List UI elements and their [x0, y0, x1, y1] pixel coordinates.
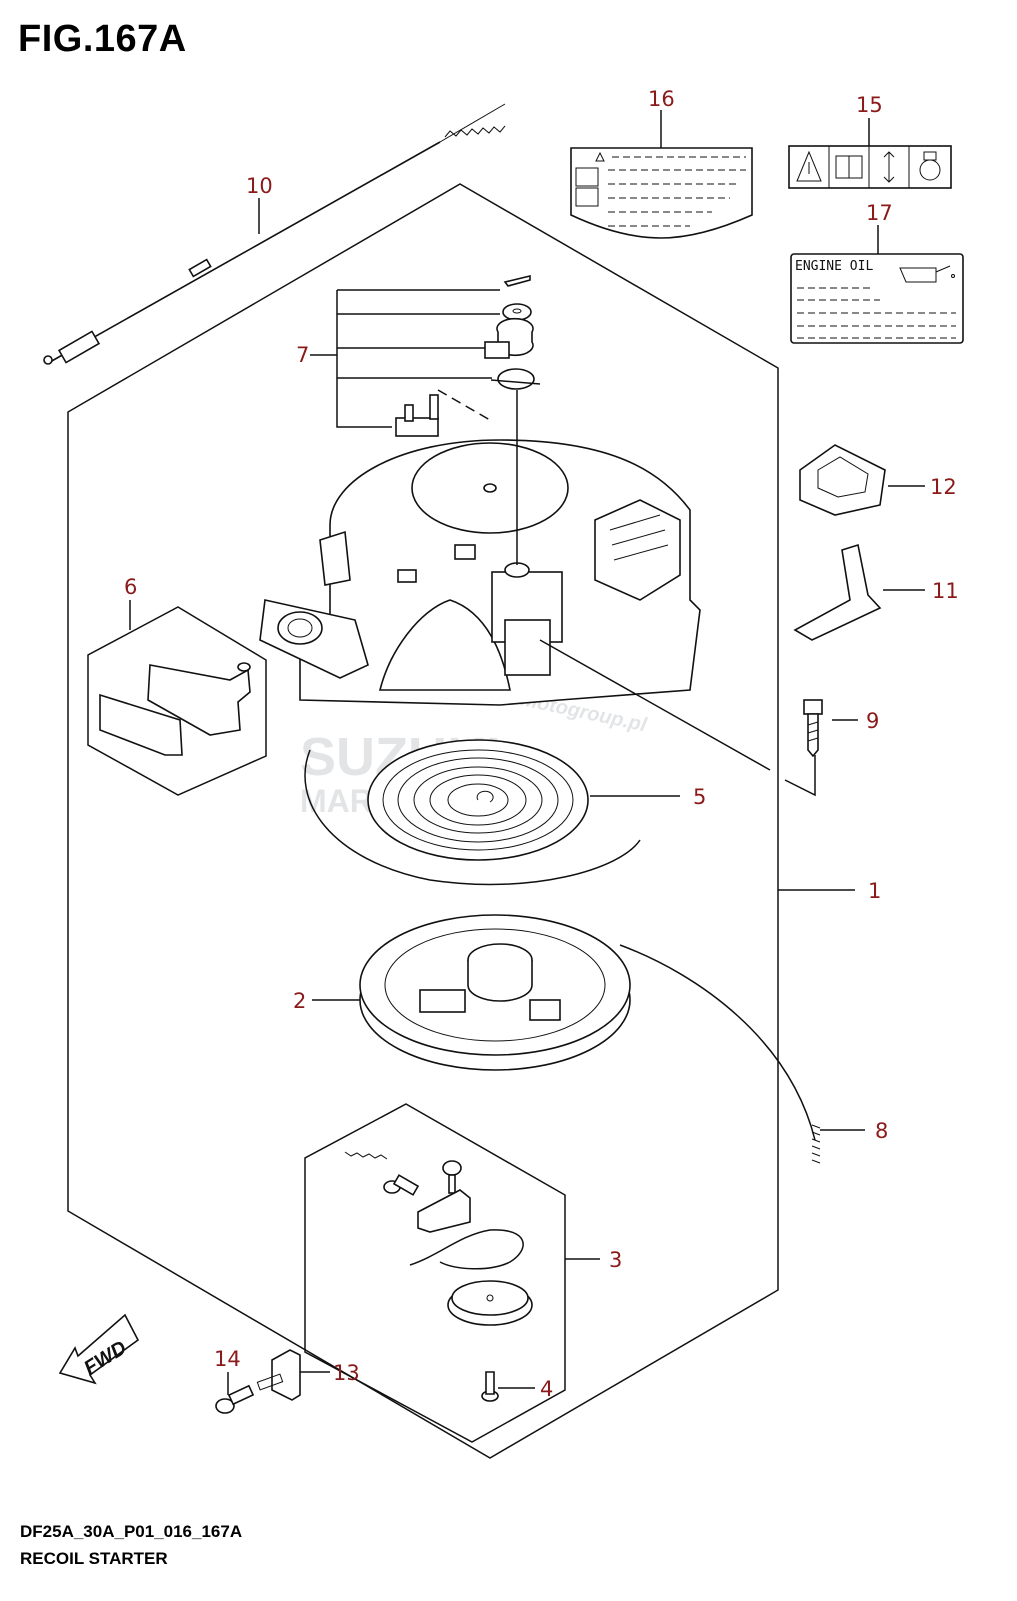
part-5-spring: [304, 739, 641, 886]
engine-oil-text: ENGINE OIL: [795, 259, 873, 274]
part-12-grommet: [799, 444, 886, 516]
callout-3: 3: [609, 1248, 622, 1272]
callout-13: 13: [333, 1361, 360, 1385]
callout-4: 4: [540, 1377, 553, 1401]
leader-lines: [129, 110, 925, 1395]
diagram-code: DF25A_30A_P01_016_167A: [20, 1522, 243, 1541]
callout-7: 7: [296, 343, 309, 367]
callout-12: 12: [930, 475, 957, 499]
callout-1: 1: [868, 879, 881, 903]
callout-14: 14: [214, 1347, 241, 1371]
part-7-kit: [336, 274, 541, 437]
arrow-up-down-icon: [883, 151, 895, 183]
part-9-bolt: [803, 699, 823, 758]
figure-title: FIG.167A: [18, 18, 187, 60]
callout-numbers: 1 2 3 4 5 6 7 8 9 10 11 12 13 14 15 16 1…: [124, 87, 959, 1401]
part-3-kit: [304, 1103, 566, 1443]
part-13-clamp: [256, 1349, 301, 1401]
callout-15: 15: [856, 93, 883, 117]
part-6-handle: [87, 606, 267, 796]
callout-6: 6: [124, 575, 137, 599]
part-4-screw: [481, 1371, 499, 1402]
callout-16: 16: [648, 87, 675, 111]
part-15-icon-label: [788, 145, 952, 189]
part-16-warning-label: [570, 147, 753, 239]
callout-17: 17: [866, 201, 893, 225]
callout-2: 2: [293, 989, 306, 1013]
oil-can-icon: [899, 265, 951, 283]
diagram-name: RECOIL STARTER: [20, 1549, 168, 1568]
part-17-engine-oil-label: ENGINE OIL: [790, 253, 964, 344]
callout-11: 11: [932, 579, 959, 603]
callout-10: 10: [246, 174, 273, 198]
callout-9: 9: [866, 709, 879, 733]
starter-case: [259, 390, 816, 797]
fwd-arrow-icon: FWD: [58, 1313, 140, 1385]
callout-8: 8: [875, 1119, 888, 1143]
warning-icon: [796, 150, 822, 182]
part-2-reel: [359, 914, 821, 1164]
assembly-outline: [67, 183, 779, 1459]
callout-5: 5: [693, 785, 706, 809]
part-10-cable: [43, 103, 506, 365]
part-14-bolt: [215, 1384, 255, 1414]
part-11-seal: [793, 543, 882, 641]
